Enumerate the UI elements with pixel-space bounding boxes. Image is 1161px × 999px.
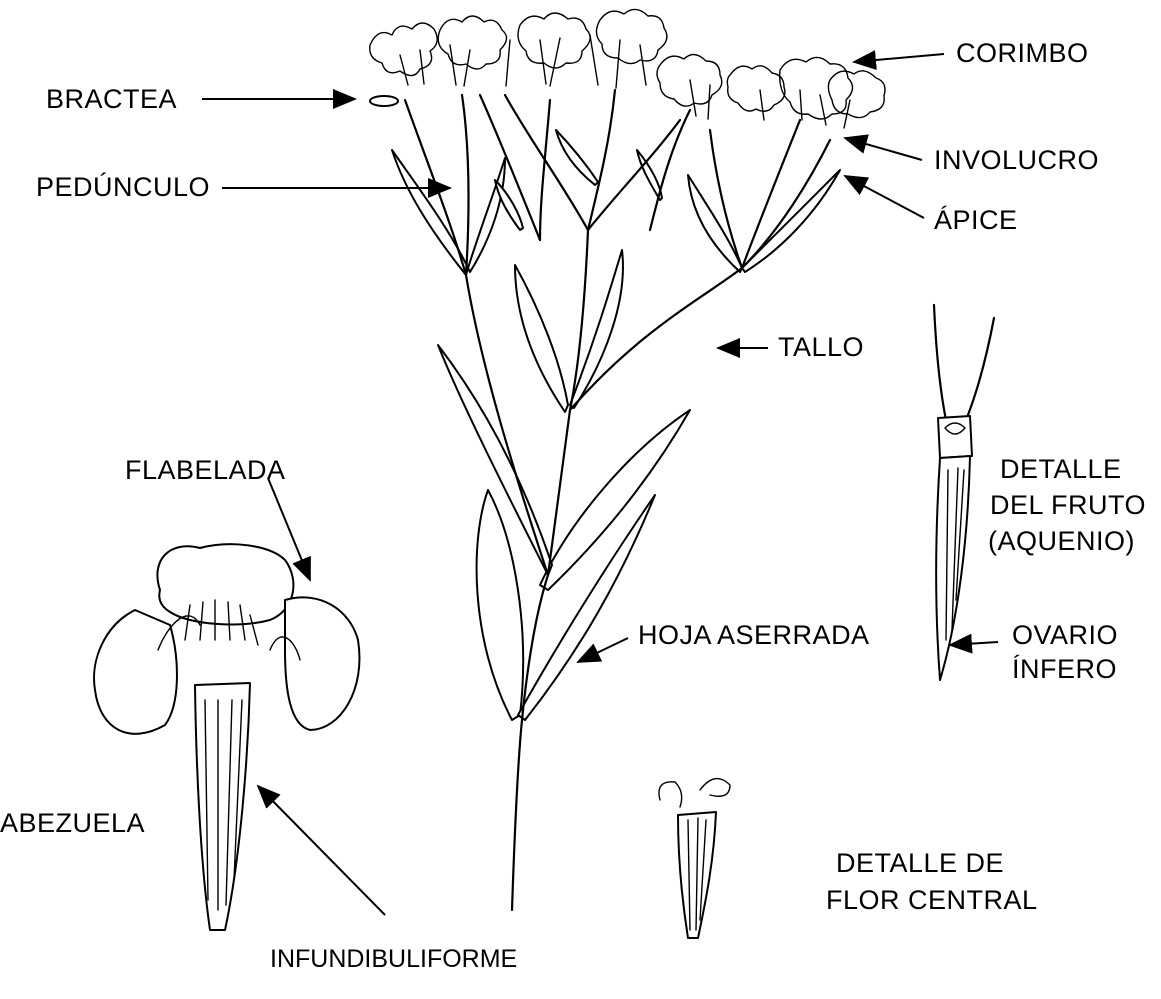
label-detalle-fruto-3: (AQUENIO): [988, 526, 1135, 557]
label-ovario-1: OVARIO: [1012, 620, 1118, 651]
label-detalle-fruto-2: DEL FRUTO: [990, 490, 1146, 521]
plant-illustration: [370, 9, 885, 910]
label-hoja-aserrada: HOJA ASERRADA: [638, 620, 870, 651]
label-detalle-fruto-1: DETALLE: [1000, 454, 1122, 485]
ray-flower-illustration: [94, 544, 359, 930]
apice-arrow: [845, 176, 924, 218]
corimbo-arrow: [854, 54, 944, 62]
label-tallo: TALLO: [778, 332, 864, 363]
label-pedunculo: PEDÚNCULO: [36, 172, 210, 203]
hoja-aserrada-arrow: [578, 638, 628, 662]
infundibuliforme-arrow: [258, 786, 385, 915]
label-apice: ÁPICE: [934, 205, 1018, 236]
ovario-arrow: [950, 642, 998, 645]
label-detalle-flor-1: DETALLE DE: [836, 848, 1004, 879]
disc-flower-illustration: [659, 779, 730, 938]
label-involucro: INVOLUCRO: [934, 145, 1099, 176]
label-detalle-flor-2: FLOR CENTRAL: [826, 885, 1038, 916]
label-flabelada: FLABELADA: [125, 455, 286, 486]
label-cabezuela: ABEZUELA: [0, 808, 145, 839]
fruit-detail-illustration: [934, 305, 994, 680]
label-corimbo: CORIMBO: [956, 38, 1089, 69]
corymb-flowers: [370, 9, 885, 128]
label-infundibuliforme: INFUNDIBULIFORME: [270, 945, 517, 974]
involucro-arrow: [845, 138, 922, 160]
label-bractea: BRACTEA: [46, 84, 177, 115]
label-ovario-2: ÍNFERO: [1012, 654, 1117, 685]
